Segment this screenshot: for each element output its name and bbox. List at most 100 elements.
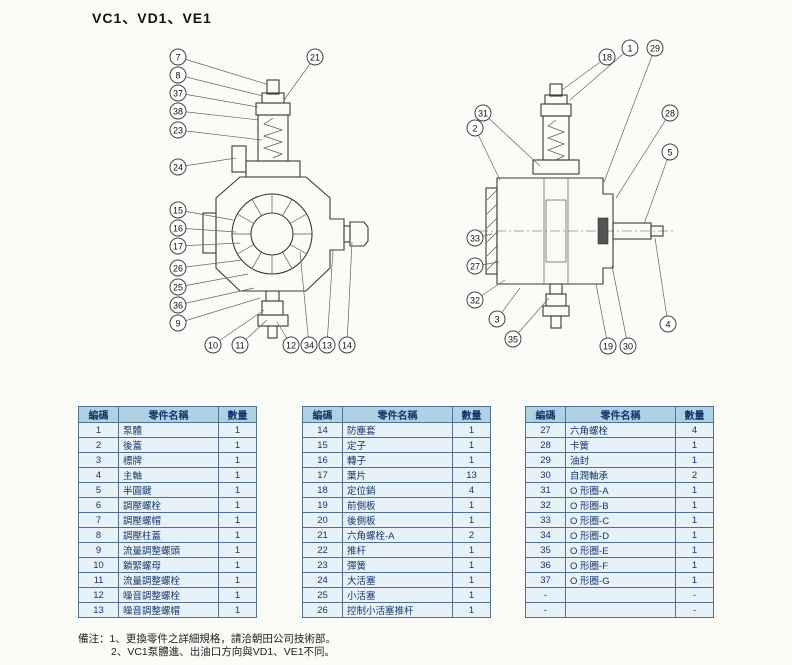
- cell-name: 標牌: [118, 452, 219, 468]
- cell-qty: 4: [452, 482, 491, 498]
- cell-qty: 1: [218, 437, 257, 453]
- callout-number: 14: [342, 341, 352, 351]
- callout-balloon-10: [204, 336, 222, 354]
- cell-name: O 形圈-G: [565, 572, 676, 588]
- column-header-code: 編碼: [525, 406, 566, 423]
- callout-number: 5: [667, 148, 672, 158]
- cell-name: 泵體: [118, 422, 219, 438]
- column-header-qty: 數量: [452, 406, 491, 423]
- page-title: VC1、VD1、VE1: [92, 10, 212, 26]
- callout-number: 33: [470, 234, 480, 244]
- callout-number: 11: [235, 341, 244, 351]
- note-text-2: 2、VC1泵體進、出油口方向與VD1、VE1不同。: [111, 646, 336, 658]
- leader-line-25: [177, 273, 249, 288]
- callout-number: 29: [650, 44, 660, 54]
- cell-name: 卡簧: [565, 437, 676, 453]
- cell-code: 10: [78, 557, 119, 573]
- callout-number: 12: [286, 341, 296, 351]
- cell-name: 鎖緊螺母: [118, 557, 219, 573]
- pump-side-view-drawing: [478, 83, 676, 329]
- callout-balloon-37: [169, 84, 187, 102]
- cell-name: 流量調整螺栓: [118, 572, 219, 588]
- callout-number: 21: [310, 53, 320, 63]
- cell-code: 8: [78, 527, 119, 543]
- cell-code: 11: [78, 572, 119, 588]
- column-header-qty: 數量: [218, 406, 257, 423]
- cell-qty: 1: [218, 557, 257, 573]
- cell-qty: -: [675, 602, 714, 618]
- cell-code: 29: [525, 452, 566, 468]
- callout-balloon-25: [169, 278, 187, 296]
- cell-code: 26: [302, 602, 343, 618]
- column-header-name: 零件名稱: [565, 406, 676, 423]
- cell-name: 推杆: [342, 542, 453, 558]
- cell-qty: 1: [675, 572, 714, 588]
- cell-name: 轉子: [342, 452, 453, 468]
- callout-number: 15: [173, 206, 183, 216]
- cell-name: [565, 602, 676, 618]
- callout-balloon-17: [169, 237, 187, 255]
- callout-number: 26: [173, 264, 183, 274]
- leader-line-5: [643, 151, 671, 225]
- cell-name: 葉片: [342, 467, 453, 483]
- cell-code: 30: [525, 467, 566, 483]
- cell-code: 6: [78, 497, 119, 513]
- leader-line-23: [177, 129, 263, 141]
- callout-number: 38: [173, 107, 183, 117]
- cell-qty: 1: [218, 527, 257, 543]
- cell-qty: 1: [675, 542, 714, 558]
- cell-name: 定位銷: [342, 482, 453, 498]
- leader-line-15: [177, 209, 234, 221]
- cell-qty: 1: [675, 452, 714, 468]
- cell-name: 防塵套: [342, 422, 453, 438]
- cell-code: 14: [302, 422, 343, 438]
- cell-name: 調壓螺栓: [118, 497, 219, 513]
- callout-number: 34: [304, 341, 314, 351]
- callout-number: 16: [173, 224, 183, 234]
- callout-number: 30: [623, 342, 633, 352]
- cell-qty: 2: [452, 527, 491, 543]
- cell-name: 後側板: [342, 512, 453, 528]
- cell-qty: 1: [452, 422, 491, 438]
- leader-line-35: [512, 297, 550, 340]
- cell-name: 半圓鍵: [118, 482, 219, 498]
- callout-balloon-29: [646, 39, 664, 57]
- callout-number: 2: [472, 124, 477, 134]
- callout-balloon-15: [169, 201, 187, 219]
- cell-qty: 1: [218, 542, 257, 558]
- callout-balloon-24: [169, 158, 187, 176]
- callout-balloon-23: [169, 121, 187, 139]
- callout-balloon-19: [599, 337, 617, 355]
- cell-code: 23: [302, 557, 343, 573]
- leader-line-37: [177, 92, 259, 108]
- callout-balloon-11: [231, 336, 249, 354]
- callout-balloon-16: [169, 219, 187, 237]
- leader-line-14: [346, 241, 353, 346]
- callout-number: 18: [602, 53, 612, 63]
- callout-number: 31: [478, 109, 488, 119]
- cell-qty: 1: [675, 437, 714, 453]
- cell-qty: 1: [452, 497, 491, 513]
- cell-code: 33: [525, 512, 566, 528]
- leader-line-8: [177, 74, 264, 97]
- cell-qty: 4: [675, 422, 714, 438]
- callout-balloon-5: [661, 143, 679, 161]
- cell-code: 34: [525, 527, 566, 543]
- leader-line-9: [177, 297, 261, 324]
- cell-code: 37: [525, 572, 566, 588]
